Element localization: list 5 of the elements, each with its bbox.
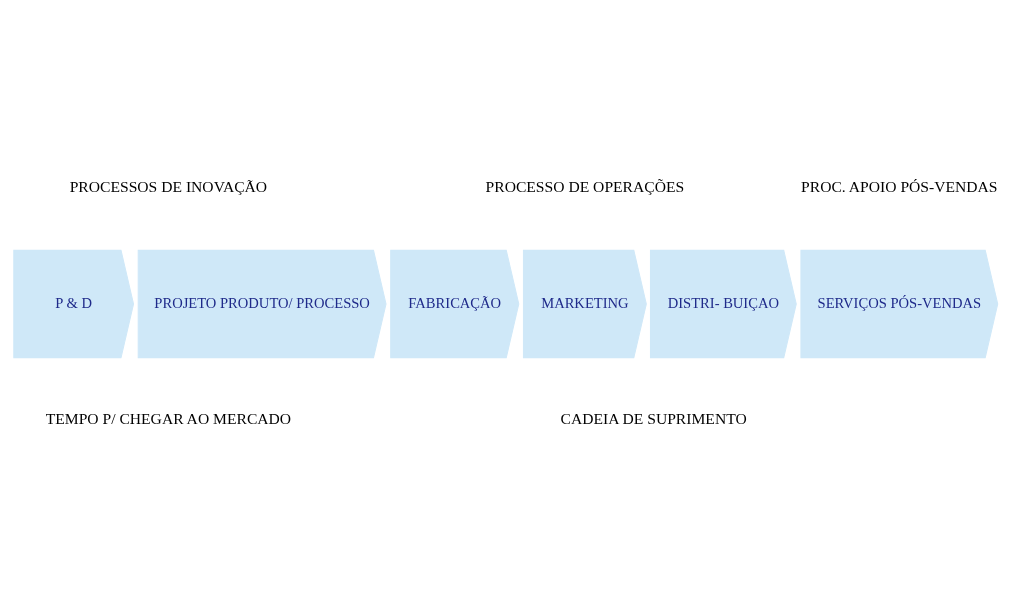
label: PROC. APOIO PÓS-VENDAS <box>801 177 998 195</box>
label: TEMPO P/ CHEGAR AO MERCADO <box>45 409 292 427</box>
label: PROCESSO DE OPERAÇÕES <box>485 177 685 195</box>
label: CADEIA DE SUPRIMENTO <box>560 409 747 427</box>
label: PROCESSOS DE INOVAÇÃO <box>69 177 268 195</box>
